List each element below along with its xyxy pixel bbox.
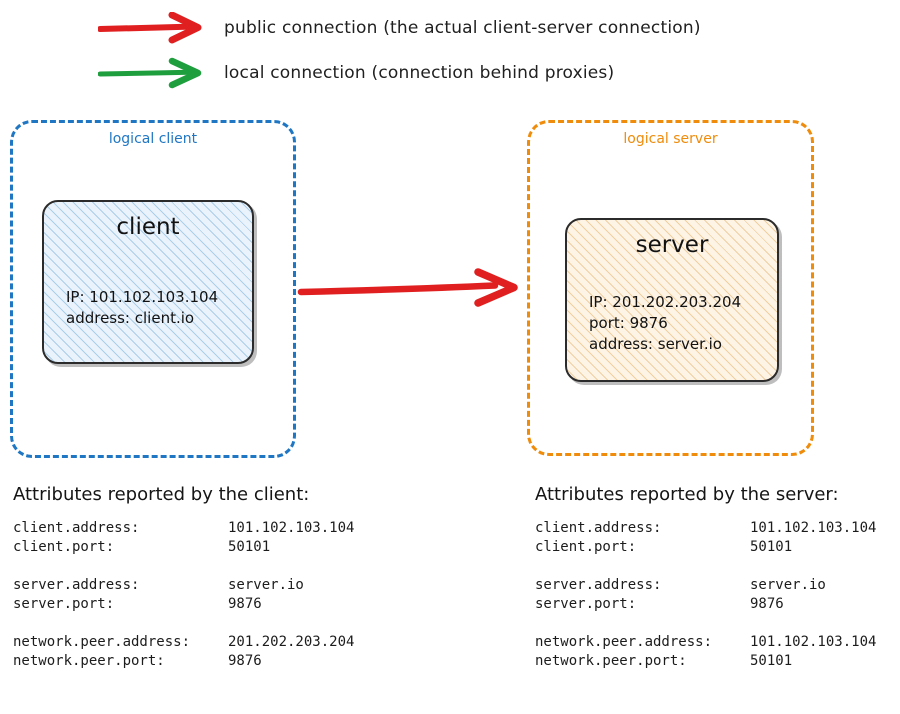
table-row: network.peer.port: 50101 [535, 652, 876, 671]
table-row: server.port: 9876 [13, 595, 354, 614]
server-node[interactable]: server IP: 201.202.203.204 port: 9876 ad… [565, 218, 779, 382]
table-row: client.port: 50101 [13, 538, 354, 557]
attribute-group: server.address: server.io server.port: 9… [535, 576, 876, 614]
legend-item-public: public connection (the actual client-ser… [98, 12, 701, 44]
attribute-key: server.port: [535, 596, 637, 612]
arrow-right-icon [98, 57, 202, 89]
client-attributes-title: Attributes reported by the client: [13, 484, 310, 505]
attribute-key: network.peer.address: [13, 634, 191, 650]
attribute-key: client.port: [13, 539, 115, 555]
attribute-key: client.port: [535, 539, 637, 555]
attribute-group: network.peer.address: 101.102.103.104 ne… [535, 633, 876, 671]
client-attributes-panel: Attributes reported by the client: clien… [13, 484, 354, 671]
attribute-value: 101.102.103.104 [750, 520, 877, 536]
table-row: client.port: 50101 [535, 538, 876, 557]
attribute-value: 50101 [228, 539, 271, 555]
table-row: network.peer.port: 9876 [13, 652, 354, 671]
attribute-value: 50101 [750, 653, 793, 669]
attribute-group: client.address: 101.102.103.104 client.p… [535, 519, 876, 557]
table-row: client.address: 101.102.103.104 [535, 519, 876, 538]
logical-server-label: logical server [623, 131, 718, 147]
attribute-key: network.peer.port: [13, 653, 165, 669]
table-row: network.peer.address: 101.102.103.104 [535, 633, 876, 652]
table-row: network.peer.address: 201.202.203.204 [13, 633, 354, 652]
server-node-title: server [635, 232, 709, 258]
attribute-key: client.address: [535, 520, 662, 536]
attribute-group: network.peer.address: 201.202.203.204 ne… [13, 633, 354, 671]
attribute-value: 201.202.203.204 [228, 634, 355, 650]
server-attributes-panel: Attributes reported by the server: clien… [535, 484, 876, 671]
public-connection-arrow [297, 268, 518, 307]
attribute-key: server.port: [13, 596, 115, 612]
attribute-value: server.io [228, 577, 304, 593]
table-row: server.address: server.io [13, 576, 354, 595]
logical-client-group: logical client [10, 120, 296, 458]
attribute-group: client.address: 101.102.103.104 client.p… [13, 519, 354, 557]
attribute-key: server.address: [13, 577, 140, 593]
table-row: server.port: 9876 [535, 595, 876, 614]
legend-label-local: local connection (connection behind prox… [224, 63, 615, 83]
arrow-right-icon [98, 12, 202, 44]
server-attributes-title: Attributes reported by the server: [535, 484, 839, 505]
attribute-value: 101.102.103.104 [228, 520, 355, 536]
attribute-value: server.io [750, 577, 826, 593]
client-node-title: client [116, 214, 180, 240]
attribute-key: server.address: [535, 577, 662, 593]
table-row: server.address: server.io [535, 576, 876, 595]
logical-client-label: logical client [108, 131, 198, 147]
legend-label-public: public connection (the actual client-ser… [224, 18, 701, 38]
legend-item-local: local connection (connection behind prox… [98, 57, 614, 89]
table-row: client.address: 101.102.103.104 [13, 519, 354, 538]
logical-server-group: logical server [527, 120, 814, 456]
attribute-key: network.peer.address: [535, 634, 713, 650]
attribute-key: network.peer.port: [535, 653, 687, 669]
attribute-key: client.address: [13, 520, 140, 536]
attribute-value: 50101 [750, 539, 793, 555]
client-node[interactable]: client IP: 101.102.103.104 address: clie… [42, 200, 254, 364]
attribute-value: 9876 [228, 653, 262, 669]
server-node-details: IP: 201.202.203.204 port: 9876 address: … [589, 293, 742, 353]
attribute-group: server.address: server.io server.port: 9… [13, 576, 354, 614]
client-node-details: IP: 101.102.103.104 address: client.io [66, 288, 219, 327]
attribute-value: 9876 [750, 596, 784, 612]
attribute-value: 9876 [228, 596, 262, 612]
attribute-value: 101.102.103.104 [750, 634, 877, 650]
